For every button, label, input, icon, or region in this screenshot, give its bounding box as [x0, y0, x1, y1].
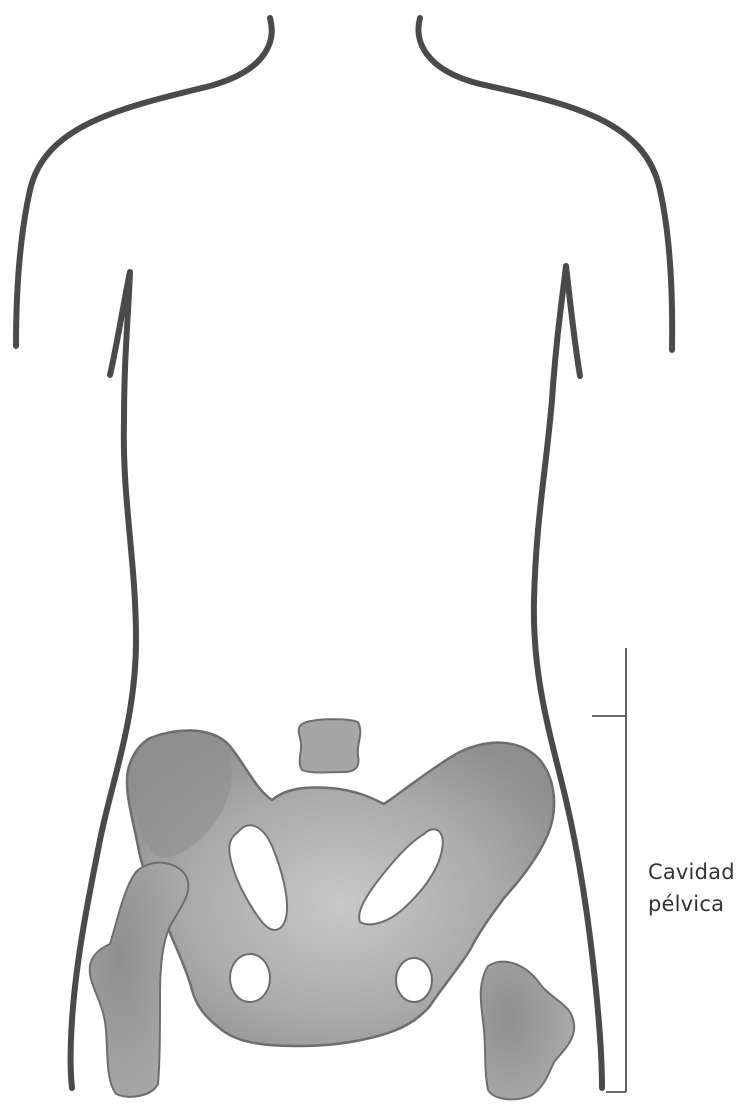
label-line-2: pélvica — [648, 888, 735, 920]
right-torso-line — [534, 266, 602, 1088]
lumbar-vertebra — [299, 719, 361, 772]
right-shoulder-line — [418, 18, 672, 350]
left-acetabulum-hole — [230, 954, 270, 1002]
left-shoulder-line — [16, 18, 272, 346]
right-acetabulum-hole — [396, 958, 432, 1002]
left-femur — [90, 863, 189, 1097]
right-femur — [481, 962, 574, 1100]
label-line-1: Cavidad — [648, 856, 735, 888]
pelvic-cavity-label: Cavidad pélvica — [648, 856, 735, 920]
